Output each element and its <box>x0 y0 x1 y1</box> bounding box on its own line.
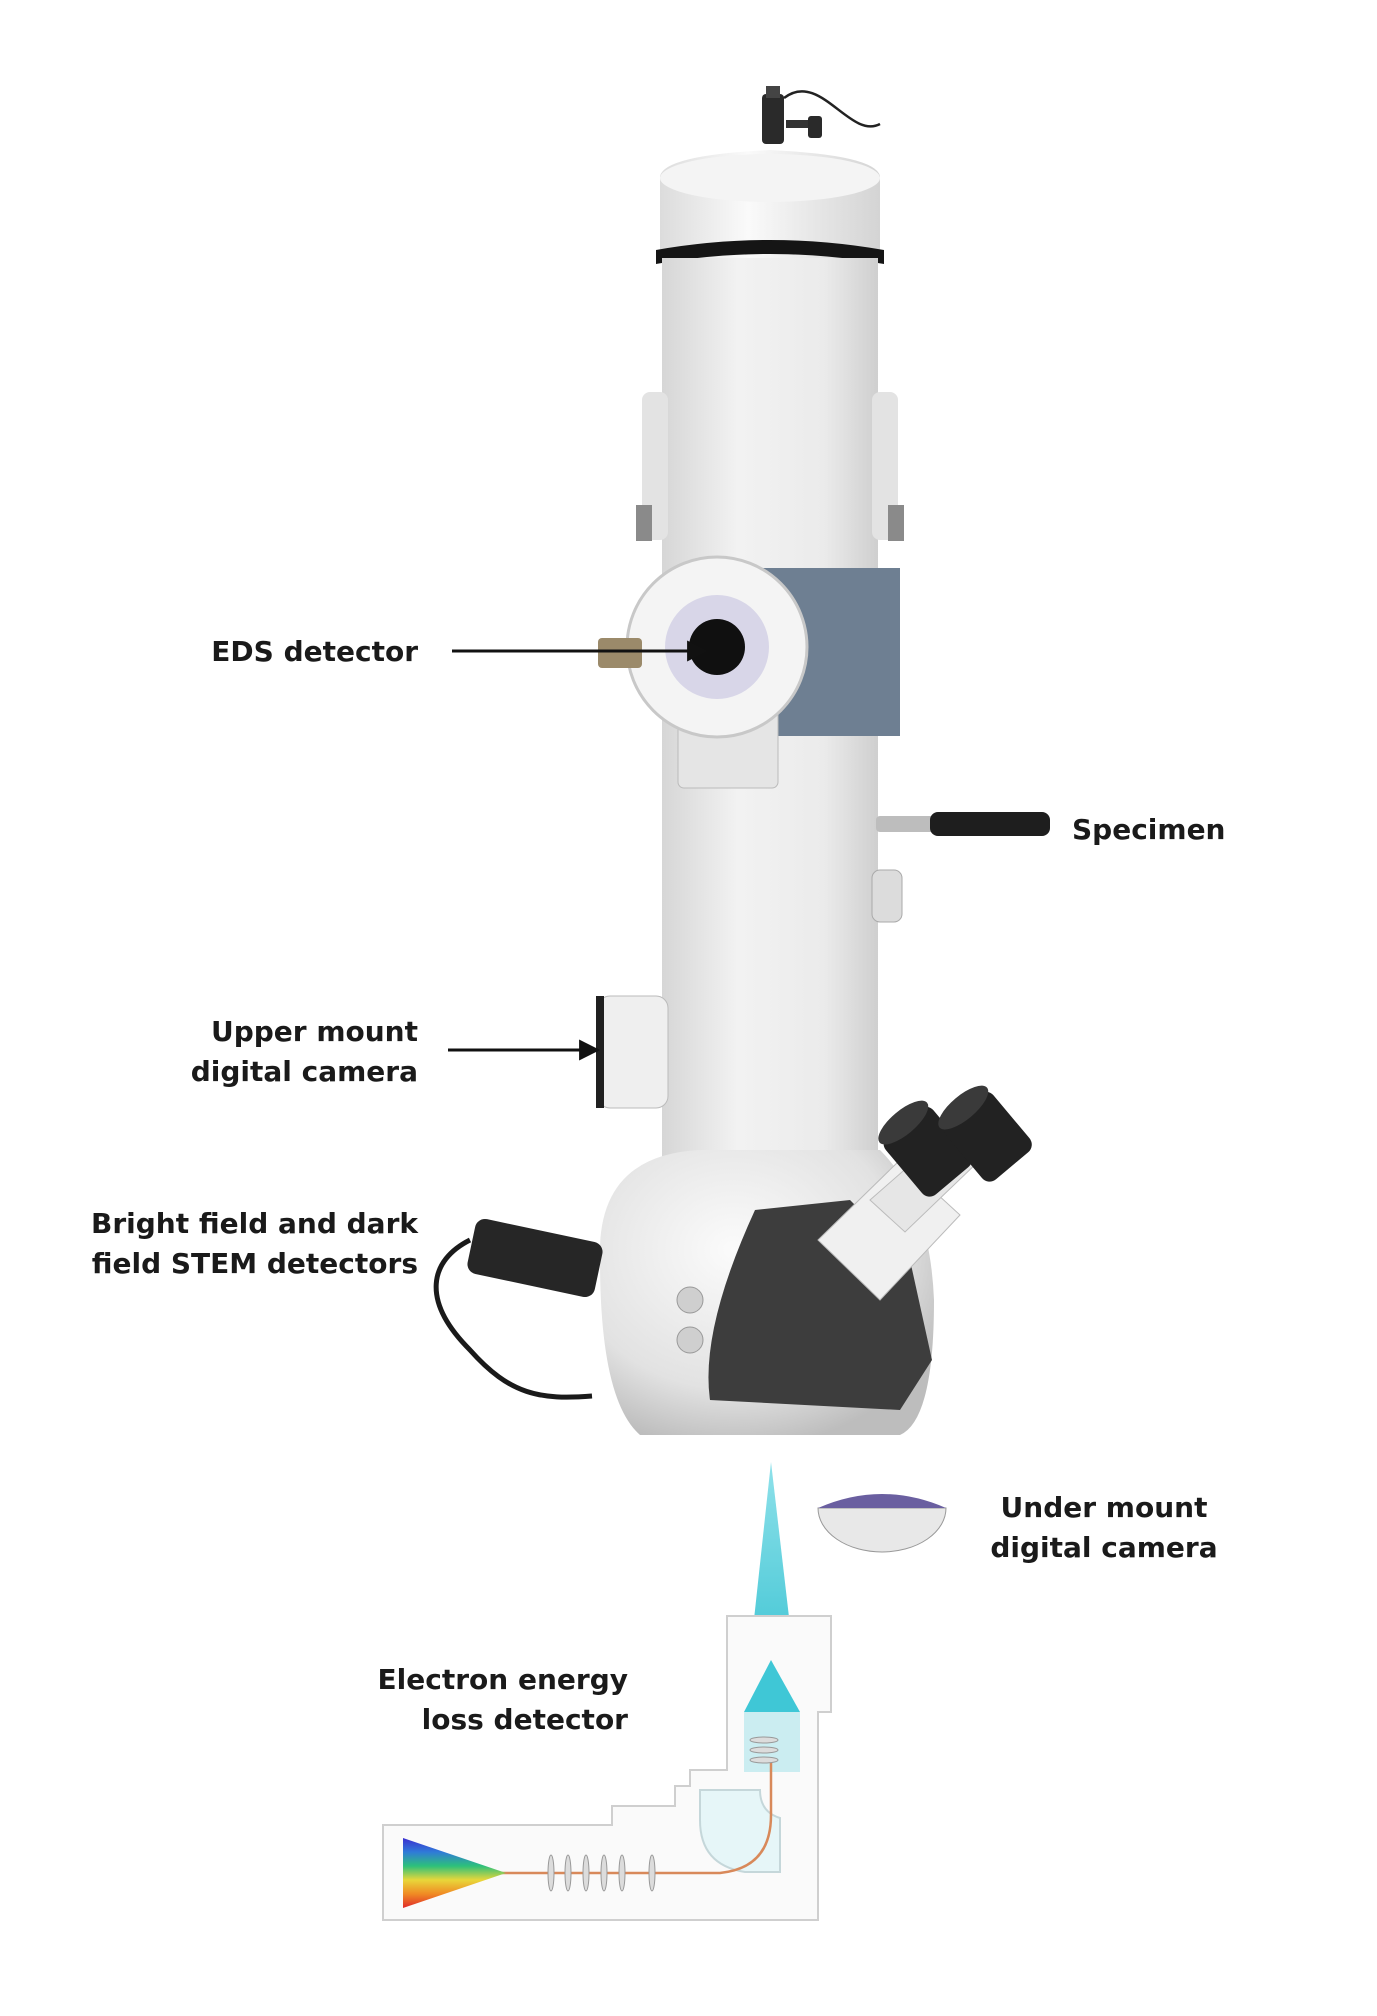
column-side-housings <box>636 392 904 541</box>
upper-mount-camera <box>596 995 669 1109</box>
label-stem-detectors: Bright field and dark field STEM detecto… <box>91 1207 418 1280</box>
specimen-holder <box>876 812 1050 836</box>
stem-detector <box>433 1218 603 1400</box>
label-specimen: Specimen <box>1072 813 1226 846</box>
under-mount-camera <box>817 1494 947 1553</box>
label-upper-mount-camera: Upper mount digital camera <box>190 1015 418 1088</box>
rainbow-spectrum-icon <box>403 1838 506 1908</box>
label-eels-detector: Electron energy loss detector <box>377 1663 628 1736</box>
webcam-icon <box>762 86 881 144</box>
label-eds-detector: EDS detector <box>211 635 418 668</box>
column-top-cap <box>656 150 884 264</box>
eels-lenses <box>547 1736 779 1892</box>
column-port <box>871 869 903 923</box>
eds-detector-assembly <box>598 555 900 789</box>
label-under-mount-camera: Under mount digital camera <box>990 1491 1218 1564</box>
eyepiece-icon <box>817 1085 1032 1301</box>
